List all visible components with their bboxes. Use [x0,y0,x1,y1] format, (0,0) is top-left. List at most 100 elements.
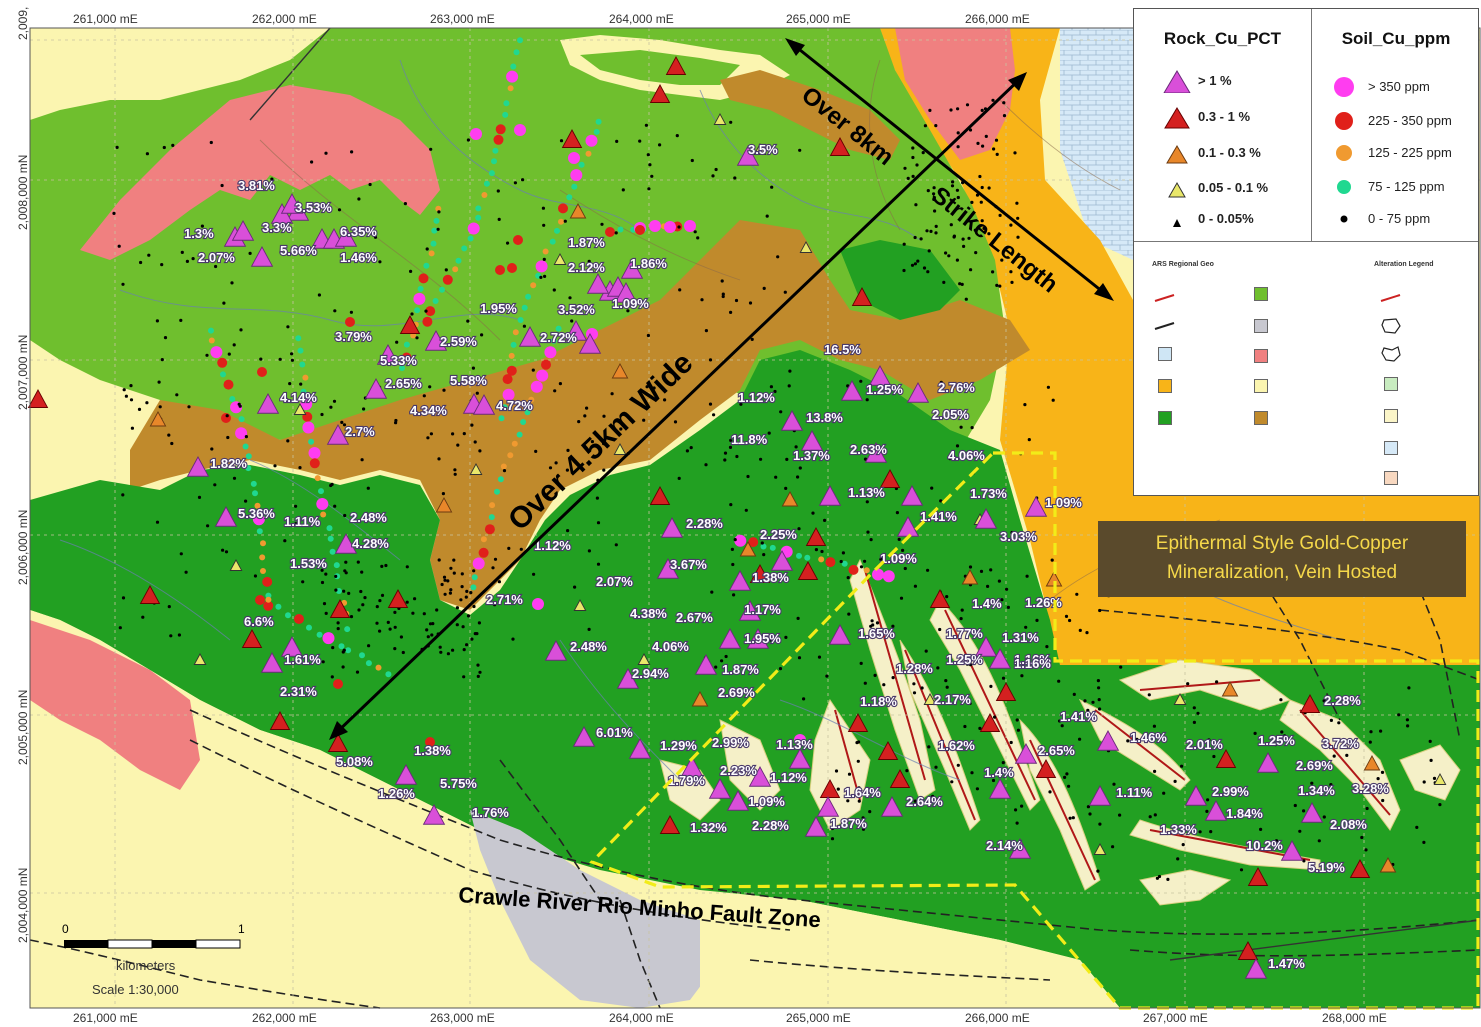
rock-sample-triangle [804,816,828,837]
svg-text:262,000 mE: 262,000 mE [252,1011,317,1025]
rock-sample-dot [118,626,122,630]
rock-sample-dot [317,293,321,297]
soil-sample-dot [664,221,676,233]
rock-sample-dot [658,143,662,147]
soil-sample-dot [302,421,315,434]
soil-sample-dot [605,227,615,237]
rock-sample-triangle [889,769,911,788]
rock-sample-dot [912,682,916,686]
sample-grade-label: 2.63% [850,442,887,457]
soil-sample-dot [275,603,282,610]
rock-sample-triangle [746,628,770,649]
rock-sample-dot [422,612,426,616]
sample-grade-label: 2.23% [720,763,757,778]
alteration-legend-title: Alteration Legend [1374,261,1434,268]
soil-sample-dot [430,240,437,247]
rock-sample-dot [1379,729,1383,733]
rock-sample-dot [825,674,829,678]
soil-sample-dot [322,632,335,645]
soil-sample-dot [649,220,661,232]
rock-sample-dot [320,580,325,585]
rock-sample-dot [595,496,600,500]
rock-sample-dot [724,654,728,659]
soil-sample-dot [467,222,480,235]
soil-sample-dot [513,235,523,245]
pink-swatch [1254,349,1268,363]
rock-sample-dot [360,458,364,462]
rock-sample-dot [213,483,217,487]
rock-sample-dot [1148,815,1152,819]
rock-sample-dot [333,504,337,508]
rock-sample-dot [1010,530,1014,535]
rock-sample-dot [1058,719,1062,723]
cream-swatch [1254,379,1268,393]
rock-sample-dot [980,185,984,190]
sample-grade-label: 2.28% [1324,693,1361,708]
soil-sample-dot [516,431,523,438]
rock-sample-dot [1212,754,1216,759]
rock-sample-dot [1329,783,1333,787]
rock-sample-dot [273,464,277,468]
soil-sample-dot [295,335,302,342]
rock-sample-dot [704,329,709,333]
rock-sample-dot [797,527,801,531]
rock-sample-dot [846,576,850,580]
rock-sample-dot [936,666,940,670]
soil-sample-dot [467,235,474,242]
rock-sample-triangle [974,508,998,529]
rock-sample-triangle [250,246,274,267]
sample-grade-label: 5.19% [1308,860,1345,875]
rock-sample-dot [542,257,546,261]
rock-sample-dot [939,499,943,503]
rock-sample-dot [415,336,419,340]
rock-sample-dot [925,229,929,233]
rock-sample-triangle [708,778,732,799]
sample-grade-label: 2.31% [280,684,317,699]
rock-sample-dot [497,580,501,584]
rock-sample-dot [978,174,982,179]
rock-sample-dot [932,186,936,190]
rock-sample-dot [911,155,915,160]
rock-sample-dot [647,187,651,191]
soil-sample-dot [684,220,696,232]
axis-bottom: 261,000 mE 262,000 mE 263,000 mE 264,000… [73,1011,1387,1025]
soil-sample-dot [483,180,490,187]
rock-sample-dot [974,251,978,255]
rock-sample-dot [980,219,984,223]
rock-sample-dot [897,537,901,542]
soil-sample-dot [503,100,510,107]
svg-text:2,008,000 mN: 2,008,000 mN [16,155,30,230]
rock-sample-dot [712,413,716,417]
rock-sample-dot [200,224,204,228]
rock-sample-dot [1015,201,1019,205]
rock-sample-triangle [229,559,243,571]
soil-sample-dot [536,369,549,382]
rock-sample-dot [921,151,925,155]
rock-sample-triangle [553,253,567,265]
soil-sample-dot [510,341,517,348]
soil-sample-dot [542,248,549,255]
soil-sample-dot [484,524,495,535]
rock-sample-dot [442,575,447,579]
sample-grade-label: 2.48% [350,510,387,525]
rock-sample-triangle [1244,958,1268,979]
orange-volcanic-unit [880,28,1480,665]
rock-sample-triangle [1093,843,1107,855]
rock-sample-dot [286,439,290,443]
water-swatch [1158,347,1172,361]
svg-text:263,000 mE: 263,000 mE [430,12,495,26]
rock-sample-dot [424,309,428,313]
rock-sample-dot [573,585,577,589]
rock-sample-dot [1422,840,1426,845]
rock-sample-dot [859,489,863,493]
rock-sample-triangle [1088,785,1112,806]
rock-sample-dot [949,223,953,227]
rock-sample-dot [343,513,347,518]
rock-sample-dot [984,134,988,138]
sample-grade-label: 2.07% [596,574,633,589]
rock-sample-dot [534,449,538,453]
rock-sample-dot [469,591,473,595]
rock-sample-triangle [620,258,644,279]
rock-sample-dot [968,565,973,569]
rock-sample-dot [723,451,728,455]
